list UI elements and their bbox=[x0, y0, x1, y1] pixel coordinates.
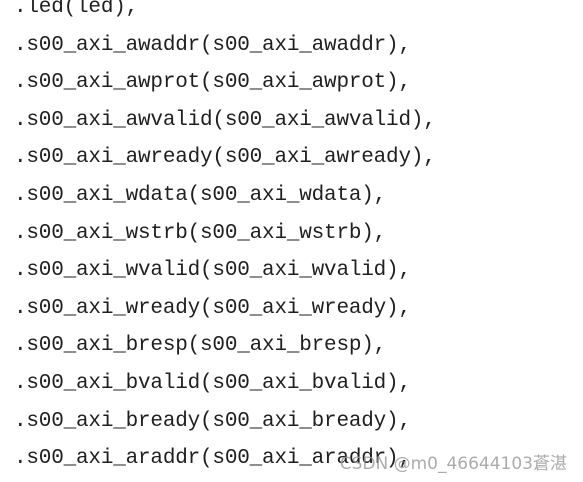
code-line: .s00_axi_awprot(s00_axi_awprot), bbox=[14, 71, 411, 95]
code-line: .s00_axi_awvalid(s00_axi_awvalid), bbox=[14, 108, 436, 132]
code-line: .s00_axi_awaddr(s00_axi_awaddr), bbox=[14, 33, 411, 57]
code-line: .s00_axi_awready(s00_axi_awready), bbox=[14, 146, 436, 170]
code-line: .s00_axi_wstrb(s00_axi_wstrb), bbox=[14, 221, 387, 245]
code-line: .s00_axi_bready(s00_axi_bready), bbox=[14, 409, 411, 433]
code-line: .s00_axi_bvalid(s00_axi_bvalid), bbox=[14, 371, 411, 395]
code-line: .s00_axi_wready(s00_axi_wready), bbox=[14, 296, 411, 320]
code-line: .led(led), bbox=[14, 0, 139, 19]
code-line: .s00_axi_bresp(s00_axi_bresp), bbox=[14, 334, 387, 358]
code-line: .s00_axi_wdata(s00_axi_wdata), bbox=[14, 183, 387, 207]
code-line: .s00_axi_araddr(s00_axi_araddr), bbox=[14, 447, 411, 471]
code-line: .s00_axi_wvalid(s00_axi_wvalid), bbox=[14, 259, 411, 283]
watermark: CSDN @m0_46644103蒼湛 bbox=[339, 454, 567, 474]
